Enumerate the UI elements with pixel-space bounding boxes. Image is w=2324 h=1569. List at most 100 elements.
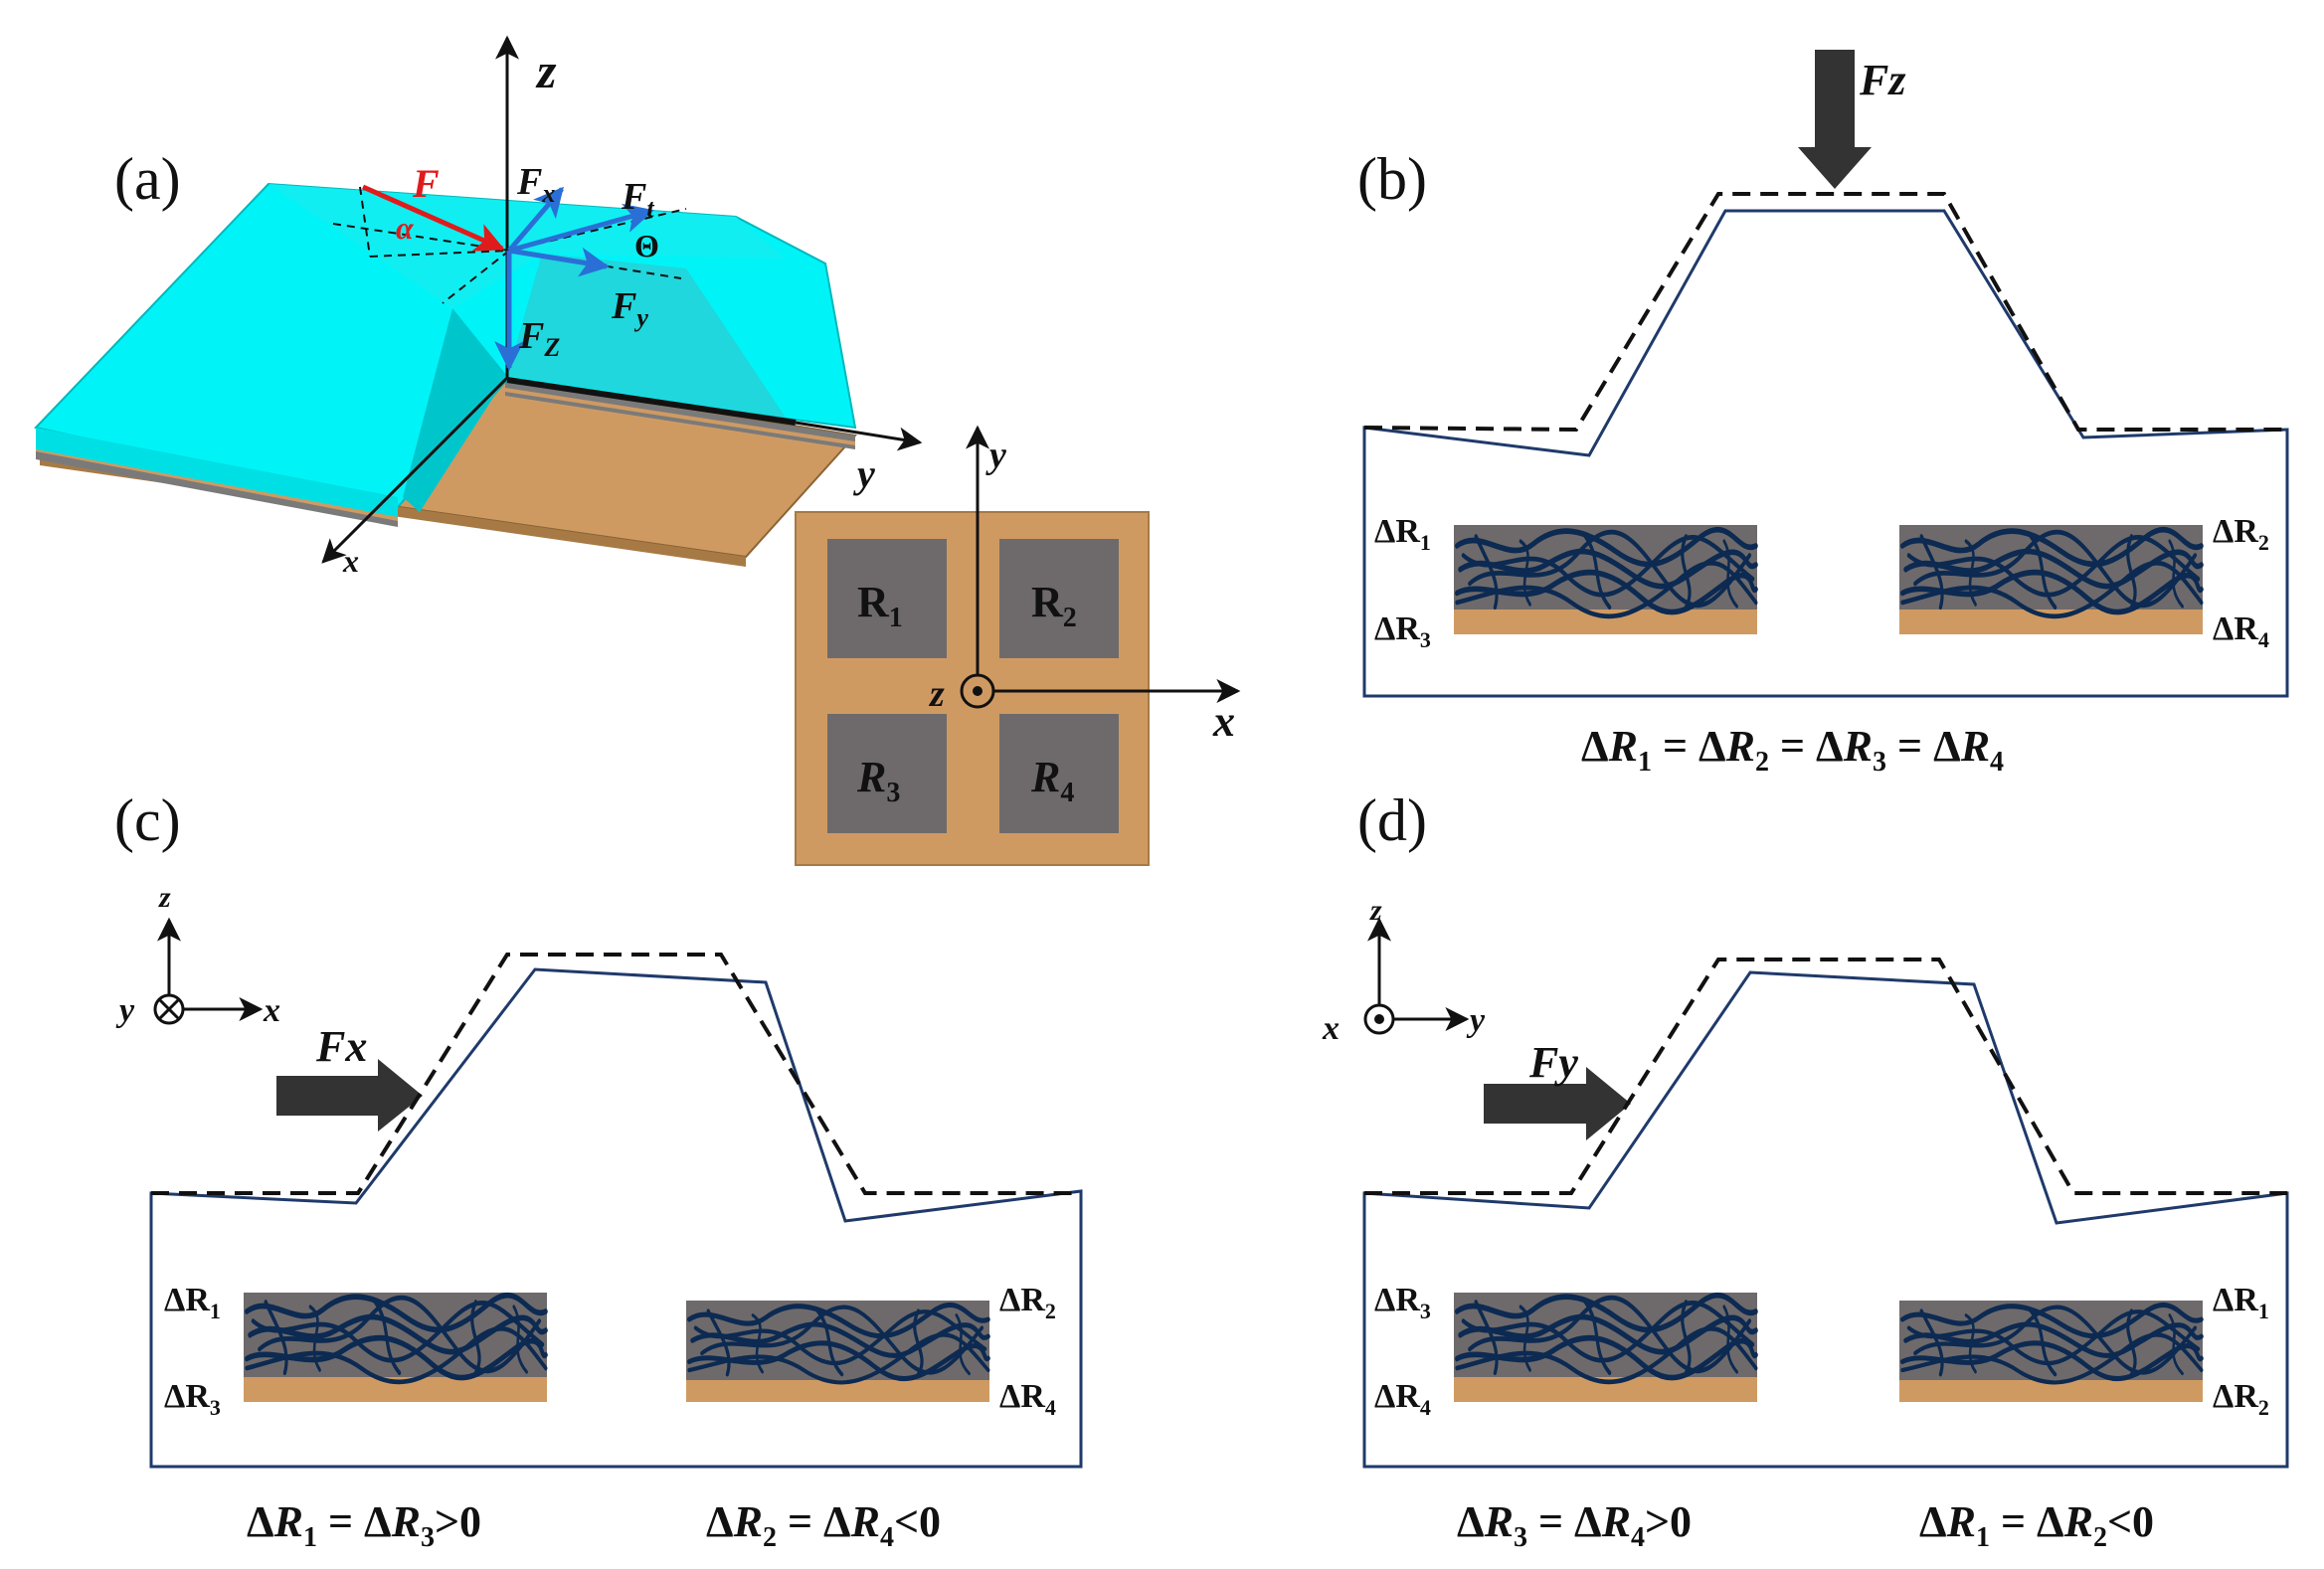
equation-part: Δ <box>247 1497 274 1546</box>
resistor-R2 <box>999 539 1119 658</box>
x-axis-label: x <box>342 543 359 579</box>
equation-part: = Δ <box>777 1497 851 1546</box>
equation-part: 3 <box>421 1522 435 1553</box>
c-axis-z-label: z <box>158 881 171 914</box>
b-right-bottom-label: ΔR4 <box>2213 610 2269 652</box>
fz-label: Fz <box>1859 56 1905 104</box>
resistor-R3-label: R3 <box>856 753 900 808</box>
c-right-bottom-label: ΔR4 <box>999 1378 1056 1420</box>
equation-part: 3 <box>1873 747 1886 778</box>
equation-part: 2 <box>763 1522 777 1553</box>
c-equation-left: ΔR1 = ΔR3>0 <box>247 1497 481 1553</box>
panel-c: (c) z x y Fx ΔR1 ΔR3 ΔR2 ΔR4 ΔR1 = ΔR3>0… <box>114 787 1083 1553</box>
equation-part: 4 <box>1631 1522 1645 1553</box>
panel-a-label: (a) <box>114 146 181 212</box>
equation-part: = Δ <box>1990 1497 2064 1546</box>
equation-part: R <box>391 1497 421 1546</box>
equation-part: Δ <box>1919 1497 1947 1546</box>
equation-part: 2 <box>2093 1522 2107 1553</box>
force-F-label: F <box>412 161 440 206</box>
equation-part: R <box>1843 722 1873 771</box>
resistor-R1 <box>827 539 947 658</box>
equation-part: R <box>2063 1497 2093 1546</box>
b-right-top-label: ΔR2 <box>2213 513 2269 555</box>
equation-part: R <box>733 1497 763 1546</box>
d-equation-left: ΔR3 = ΔR4>0 <box>1457 1497 1692 1553</box>
panel-b-label: (b) <box>1357 146 1427 212</box>
force-Ft-label: Ft <box>621 176 654 223</box>
force-Ft-arrow <box>508 203 654 254</box>
fy-arrow <box>1484 1067 1631 1140</box>
sensor-left-copper <box>1454 610 1757 634</box>
equation-part: R <box>1946 1497 1976 1546</box>
c-right-top-label: ΔR2 <box>999 1282 1056 1323</box>
c-left-bottom-label: ΔR3 <box>164 1378 221 1420</box>
panel-d-label: (d) <box>1357 787 1427 853</box>
y-axis-label: y <box>853 451 875 496</box>
c-sensor-body-outline <box>149 967 1083 1469</box>
force-Fy-label: Fy <box>611 285 648 332</box>
b-left-bottom-label: ΔR3 <box>1374 610 1431 652</box>
c-axis-y-label: y <box>115 992 135 1029</box>
equation-part: >0 <box>1645 1497 1692 1546</box>
equation-part: R <box>1960 722 1990 771</box>
cyan-film-edge-front <box>36 428 398 517</box>
equation-part: 3 <box>1514 1522 1527 1553</box>
sensor-body-outline <box>1362 209 2289 698</box>
equation-part: Δ <box>1581 722 1609 771</box>
theta-label: Θ <box>634 228 659 263</box>
c-axis-y-cross <box>157 997 181 1021</box>
equation-part: = Δ <box>1886 722 1961 771</box>
equation-part: = Δ <box>1769 722 1844 771</box>
equation-part: Δ <box>706 1497 734 1546</box>
panel-a: (a) z x y <box>34 35 1241 866</box>
equation-part: R <box>1601 1497 1631 1546</box>
force-F-arrow <box>361 184 505 252</box>
equation-part: >0 <box>435 1497 481 1546</box>
c-original-profile-dashed <box>151 953 1081 1195</box>
d-sensor-right-copper <box>1899 1380 2203 1402</box>
c-sensor-right-copper <box>686 1380 989 1402</box>
b-equation: ΔR1 = ΔR2 = ΔR3 = ΔR4 <box>1581 722 2004 778</box>
inset-z-label: z <box>928 673 945 715</box>
original-profile-dashed <box>1363 192 2287 433</box>
edge-line <box>506 377 797 426</box>
equation-part: 4 <box>1990 747 2004 778</box>
d-axis-z-label: z <box>1369 894 1382 927</box>
equation-part: R <box>1725 722 1755 771</box>
d-original-profile-dashed <box>1364 958 2287 1195</box>
equation-part: 2 <box>1755 747 1769 778</box>
fz-arrow <box>1798 50 1872 189</box>
force-Fz-label: FZ <box>518 315 560 362</box>
cyan-bump-side <box>507 254 786 418</box>
equation-part: = Δ <box>317 1497 392 1546</box>
c-equation-right: ΔR2 = ΔR4<0 <box>706 1497 941 1553</box>
equation-part: R <box>1608 722 1638 771</box>
cyan-bump-cut-face <box>403 308 507 512</box>
d-axis-y-label: y <box>1466 1002 1486 1039</box>
equation-part: 1 <box>1976 1522 1990 1553</box>
y-axis <box>795 421 923 451</box>
d-right-top-label: ΔR1 <box>2213 1282 2269 1323</box>
film-edge-right-copper <box>505 388 855 445</box>
d-sensor-body-outline <box>1362 970 2289 1469</box>
d-equation-right: ΔR1 = ΔR2<0 <box>1919 1497 2154 1553</box>
alpha-label: α <box>396 210 415 246</box>
panel-d: (d) z y x Fy ΔR3 ΔR4 ΔR1 ΔR2 ΔR3 = ΔR4>0… <box>1322 787 2289 1553</box>
inset-x-label: x <box>1212 697 1235 746</box>
force-Fy-arrow <box>508 247 610 277</box>
c-left-top-label: ΔR1 <box>164 1282 221 1323</box>
sensor-right-copper <box>1899 610 2203 634</box>
equation-part: R <box>273 1497 303 1546</box>
equation-part: Δ <box>1457 1497 1485 1546</box>
resistor-R3 <box>827 714 947 833</box>
x-axis <box>321 376 509 564</box>
d-right-bottom-label: ΔR2 <box>2213 1378 2269 1420</box>
fx-arrow <box>276 1059 423 1132</box>
equation-part: 1 <box>1638 747 1652 778</box>
panel-b: (b) Fz ΔR1 ΔR3 ΔR2 ΔR4 ΔR1 = ΔR2 = ΔR3 =… <box>1357 50 2289 778</box>
equation-part: 4 <box>880 1522 894 1553</box>
equation-part: R <box>850 1497 880 1546</box>
d-axis-x-dot <box>1374 1014 1384 1024</box>
